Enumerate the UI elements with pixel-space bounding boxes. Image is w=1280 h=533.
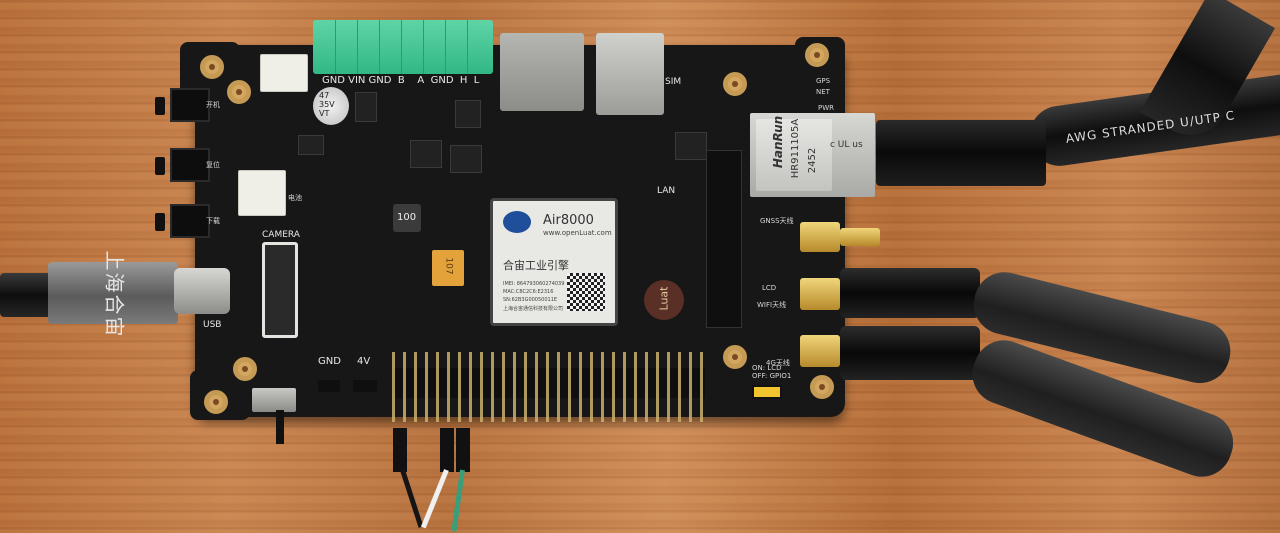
luat-logo-icon (503, 211, 531, 233)
4g-sma-connector (800, 335, 840, 367)
dupont-connector (456, 428, 470, 472)
power-button-cap[interactable] (155, 97, 165, 115)
ic-chip (450, 145, 482, 173)
pwr-label: PWR (818, 104, 835, 112)
camera-label: CAMERA (262, 230, 300, 240)
mounting-hole (723, 72, 747, 96)
usb-label: USB (203, 320, 222, 330)
gnd-header-label: GND (318, 356, 341, 367)
air8000-module: Air8000 www.openLuat.com 合宙工业引擎 IMEI: 86… (490, 198, 618, 326)
ic-chip (455, 100, 481, 128)
switch-label: ON: LCD OFF: GPIO1 (752, 364, 792, 380)
download-button-label: 下载 (206, 217, 220, 225)
battery-label: 电池 (288, 194, 302, 202)
capacitor-text: 47 35V VT (319, 91, 335, 118)
luat-board-logo: Luat (644, 280, 684, 320)
4v-header-label: 4V (357, 356, 371, 367)
gnss-sma-barrel (840, 228, 880, 246)
ic-chip (410, 140, 442, 168)
mounting-hole (805, 43, 829, 67)
dupont-connector (393, 428, 407, 472)
usb-c-plug: 上海合宙 (48, 251, 178, 339)
rj45-code: 2452 (807, 147, 819, 174)
mounting-hole (810, 375, 834, 399)
mounting-hole (723, 345, 747, 369)
module-mac: MAC:C8C2C6:E2316 (503, 289, 554, 295)
mounting-hole (204, 390, 228, 414)
ethernet-plug (876, 120, 1046, 186)
dupont-connector (440, 428, 454, 472)
mounting-hole (200, 55, 224, 79)
qr-code-icon (567, 273, 605, 311)
usb-c-port[interactable] (174, 268, 230, 314)
lcd-header (706, 150, 742, 328)
power-button[interactable] (170, 88, 210, 122)
reset-button-cap[interactable] (155, 157, 165, 175)
lcd-label: LCD (762, 284, 777, 292)
4g-antenna-base (840, 326, 980, 380)
ic-chip (298, 135, 324, 155)
lcd-gpio-switch[interactable] (752, 385, 782, 399)
wifi-antenna-base (840, 268, 980, 318)
inductor-text: 100 (397, 212, 417, 223)
module-maker: 上海合宙通信科技有限公司 (503, 306, 564, 312)
net-label: NET (816, 88, 830, 96)
screw-terminal (313, 20, 493, 74)
4v-pin-header[interactable] (353, 380, 377, 392)
download-button-cap[interactable] (155, 213, 165, 231)
tantalum-text: 107 (443, 257, 454, 275)
rj45-model: HR911105A (790, 118, 802, 179)
reset-button[interactable] (170, 148, 210, 182)
module-imei: IMEI: 864793060274039 (503, 281, 565, 287)
rj45-cert: c UL us (830, 140, 863, 150)
battery-connector (238, 170, 286, 216)
wifi-label: WIFI天线 (757, 301, 787, 309)
module-title: 合宙工业引擎 (503, 259, 569, 272)
gps-label: GPS (816, 77, 831, 85)
slide-switch-knob[interactable] (276, 410, 284, 444)
inductor: 100 (393, 204, 421, 232)
wifi-sma-connector (800, 278, 840, 310)
electrolytic-capacitor: 47 35V VT (313, 87, 349, 125)
gnss-label: GNSS天线 (760, 217, 794, 225)
slide-switch[interactable] (252, 388, 296, 412)
usb-cable-print: 上海合宙 (102, 250, 127, 339)
lan-label: LAN (657, 186, 676, 196)
power-button-label: 开机 (206, 101, 220, 109)
sim-card-slot (596, 33, 664, 115)
ic-chip (355, 92, 377, 122)
gnd-pin-header[interactable] (318, 380, 340, 392)
speaker-connector (260, 54, 308, 92)
4g-label: 4G天线 (766, 359, 790, 367)
rj45-brand: HanRun (771, 115, 786, 169)
camera-fpc-connector (262, 242, 298, 338)
mounting-hole (233, 357, 257, 381)
ic-chip (675, 132, 707, 160)
gpio-pins (392, 352, 705, 422)
mounting-hole (227, 80, 251, 104)
gnss-sma-connector (800, 222, 840, 252)
sim-label: SIM (665, 77, 682, 87)
rj45-connector (750, 113, 875, 197)
terminal-labels: GND VIN GND B A GND H L (322, 75, 480, 86)
download-button[interactable] (170, 204, 210, 238)
sd-card-slot (500, 33, 584, 111)
reset-button-label: 复位 (206, 161, 220, 169)
tantalum-capacitor: 107 (432, 250, 464, 286)
module-sn: SN:62B3G00050011E (503, 297, 558, 303)
module-name: Air8000 (543, 213, 594, 228)
module-url: www.openLuat.com (543, 229, 612, 237)
